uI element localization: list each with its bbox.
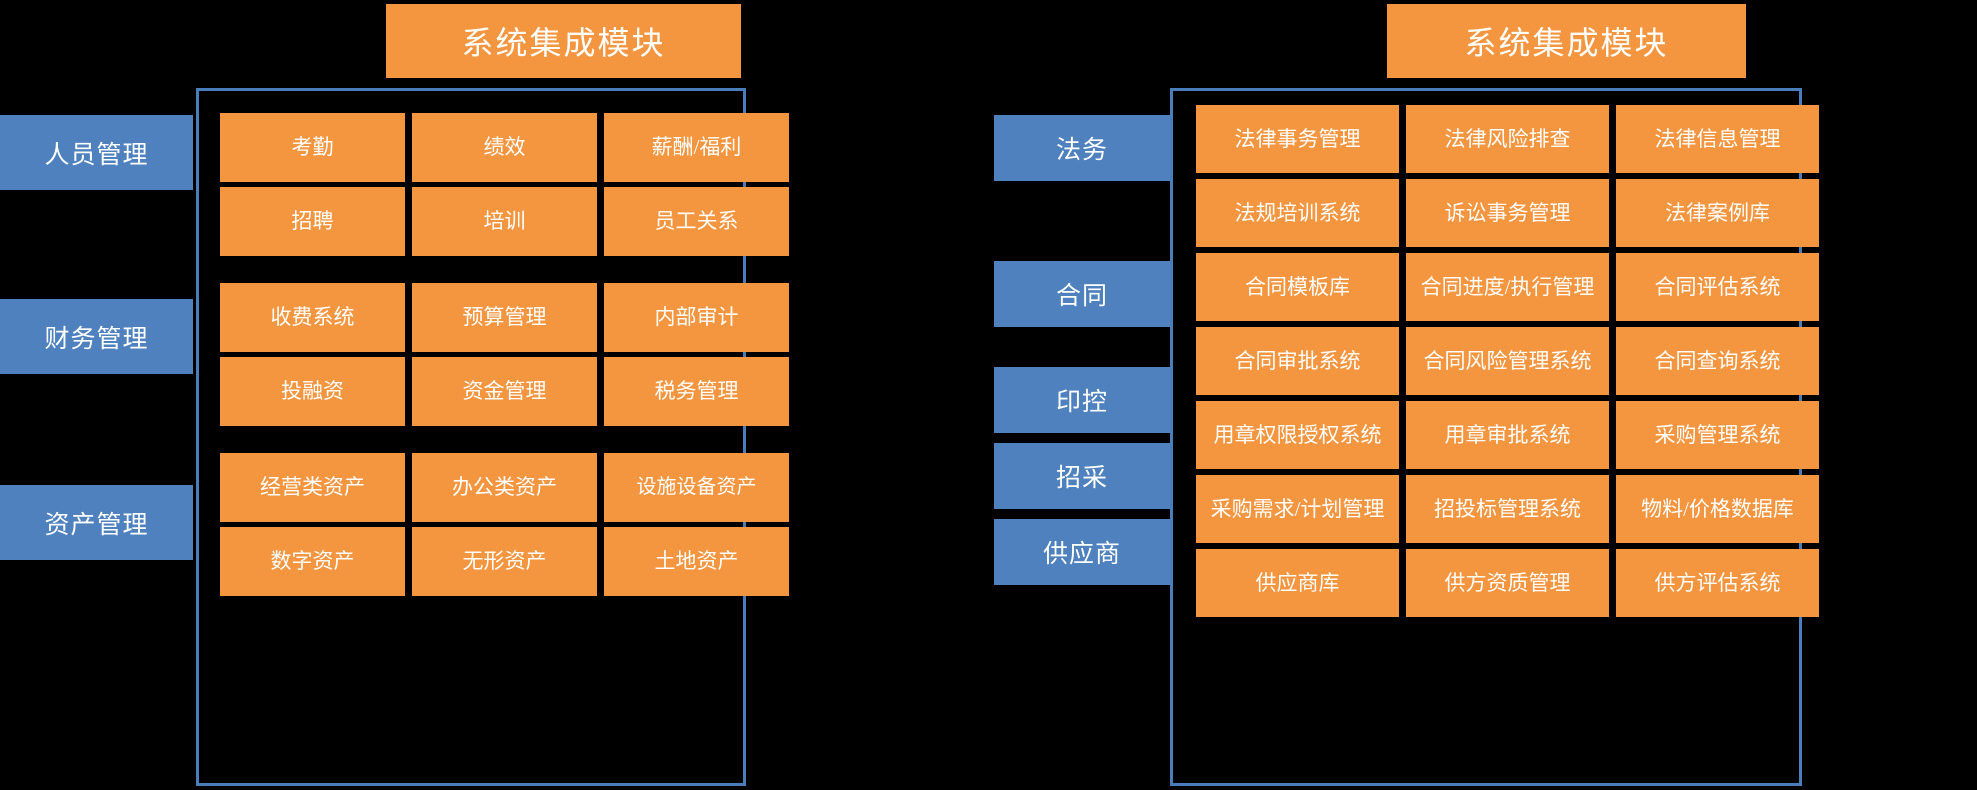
module-tile[interactable]: 收费系统 (220, 283, 405, 352)
module-tile[interactable]: 合同查询系统 (1616, 327, 1819, 395)
module-tile[interactable]: 法律事务管理 (1196, 105, 1399, 173)
sidebar-item-yinkong[interactable]: 印控 (994, 367, 1170, 433)
module-tile[interactable]: 培训 (412, 187, 597, 256)
module-tile[interactable]: 税务管理 (604, 357, 789, 426)
left-panel-title: 系统集成模块 (386, 4, 741, 78)
module-tile[interactable]: 招聘 (220, 187, 405, 256)
module-tile[interactable]: 法律风险排查 (1406, 105, 1609, 173)
module-tile[interactable]: 员工关系 (604, 187, 789, 256)
module-tile[interactable]: 设施设备资产 (604, 453, 789, 522)
module-tile[interactable]: 用章权限授权系统 (1196, 401, 1399, 469)
module-tile[interactable]: 经营类资产 (220, 453, 405, 522)
module-tile[interactable]: 供应商库 (1196, 549, 1399, 617)
left-panel-frame (196, 88, 746, 786)
module-tile[interactable]: 物料/价格数据库 (1616, 475, 1819, 543)
sidebar-item-hetong[interactable]: 合同 (994, 261, 1170, 327)
module-tile[interactable]: 数字资产 (220, 527, 405, 596)
module-tile[interactable]: 薪酬/福利 (604, 113, 789, 182)
right-panel-title: 系统集成模块 (1387, 4, 1746, 78)
sidebar-item-gongyingshang[interactable]: 供应商 (994, 519, 1170, 585)
module-tile[interactable]: 采购需求/计划管理 (1196, 475, 1399, 543)
module-tile[interactable]: 供方评估系统 (1616, 549, 1819, 617)
module-tile[interactable]: 绩效 (412, 113, 597, 182)
module-tile[interactable]: 招投标管理系统 (1406, 475, 1609, 543)
module-tile[interactable]: 投融资 (220, 357, 405, 426)
module-tile[interactable]: 供方资质管理 (1406, 549, 1609, 617)
module-tile[interactable]: 办公类资产 (412, 453, 597, 522)
module-tile[interactable]: 合同评估系统 (1616, 253, 1819, 321)
sidebar-item-fawu[interactable]: 法务 (994, 115, 1170, 181)
module-tile[interactable]: 合同模板库 (1196, 253, 1399, 321)
module-tile[interactable]: 合同进度/执行管理 (1406, 253, 1609, 321)
sidebar-item-renyuanguanli[interactable]: 人员管理 (0, 115, 193, 190)
module-tile[interactable]: 法规培训系统 (1196, 179, 1399, 247)
module-tile[interactable]: 预算管理 (412, 283, 597, 352)
module-tile[interactable]: 无形资产 (412, 527, 597, 596)
sidebar-item-caiwuguanli[interactable]: 财务管理 (0, 299, 193, 374)
module-tile[interactable]: 用章审批系统 (1406, 401, 1609, 469)
module-tile[interactable]: 合同风险管理系统 (1406, 327, 1609, 395)
module-tile[interactable]: 土地资产 (604, 527, 789, 596)
sidebar-item-zhaocai[interactable]: 招采 (994, 443, 1170, 509)
sidebar-item-zichanguanli[interactable]: 资产管理 (0, 485, 193, 560)
module-tile[interactable]: 合同审批系统 (1196, 327, 1399, 395)
module-tile[interactable]: 资金管理 (412, 357, 597, 426)
module-tile[interactable]: 法律信息管理 (1616, 105, 1819, 173)
module-tile[interactable]: 诉讼事务管理 (1406, 179, 1609, 247)
module-tile[interactable]: 内部审计 (604, 283, 789, 352)
module-tile[interactable]: 考勤 (220, 113, 405, 182)
module-tile[interactable]: 法律案例库 (1616, 179, 1819, 247)
module-tile[interactable]: 采购管理系统 (1616, 401, 1819, 469)
